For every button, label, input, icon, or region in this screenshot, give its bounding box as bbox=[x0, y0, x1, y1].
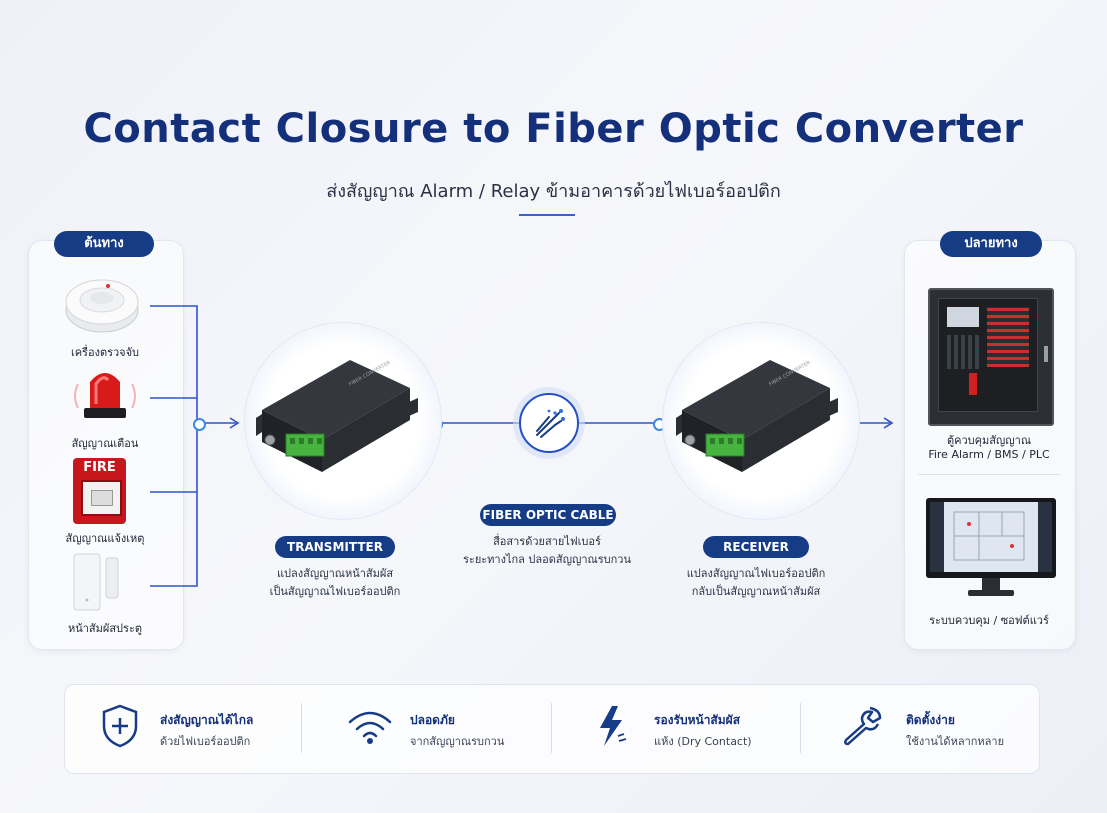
feature-sub: ด้วยไฟเบอร์ออปติก bbox=[160, 735, 251, 748]
fire-call-point-icon: FIRE bbox=[73, 458, 126, 524]
receiver-device-icon: FIBER CONVERTER bbox=[676, 360, 838, 472]
destination-item-sublabel: Fire Alarm / BMS / PLC bbox=[928, 448, 1050, 461]
transmitter-desc-2: เป็นสัญญาณไฟเบอร์ออปติก bbox=[269, 585, 401, 598]
fiber-cable-icon bbox=[519, 393, 579, 453]
shield-icon bbox=[100, 704, 140, 752]
feature-separator bbox=[800, 703, 801, 753]
feature-title: ส่งสัญญาณได้ไกล bbox=[160, 713, 254, 727]
receiver-desc-2: กลับเป็นสัญญาณหน้าสัมผัส bbox=[691, 585, 821, 598]
receiver-desc-1: แปลงสัญญาณไฟเบอร์ออปติก bbox=[686, 567, 826, 580]
feature-title: รองรับหน้าสัมผัส bbox=[654, 713, 741, 727]
door-contact-icon bbox=[73, 553, 119, 611]
feature-sub: จากสัญญาณรบกวน bbox=[410, 735, 505, 748]
alarm-beacon-icon bbox=[74, 373, 136, 418]
feature-sub: แห้ง (Dry Contact) bbox=[654, 735, 752, 748]
feature-title: ติดตั้งง่าย bbox=[906, 713, 955, 727]
source-item-label: สัญญาณแจ้งเหตุ bbox=[65, 532, 145, 545]
source-item-label: สัญญาณเตือน bbox=[71, 437, 139, 450]
control-panel-icon bbox=[928, 288, 1054, 426]
destination-divider bbox=[918, 474, 1060, 475]
wrench-icon bbox=[840, 704, 884, 752]
features-bar bbox=[64, 684, 1040, 774]
transmitter-device-icon: FIBER CONVERTER bbox=[256, 360, 418, 472]
destination-item-label: ระบบควบคุม / ซอฟต์แวร์ bbox=[929, 614, 1049, 627]
page-subtitle: ส่งสัญญาณ Alarm / Relay ข้ามอาคารด้วยไฟเ… bbox=[326, 181, 781, 202]
title-underline bbox=[519, 214, 575, 216]
destination-label: ปลายทาง bbox=[940, 231, 1042, 257]
source-item-label: เครื่องตรวจจับ bbox=[70, 346, 140, 359]
fiber-cable-label: FIBER OPTIC CABLE bbox=[480, 504, 616, 526]
feature-separator bbox=[551, 703, 552, 753]
feature-sub: ใช้งานได้หลากหลาย bbox=[906, 735, 1005, 748]
transmitter-desc-1: แปลงสัญญาณหน้าสัมผัส bbox=[276, 567, 394, 580]
receiver-label: RECEIVER bbox=[703, 536, 809, 558]
source-item-label: หน้าสัมผัสประตู bbox=[67, 622, 142, 635]
wifi-icon bbox=[346, 706, 394, 750]
junction-dot bbox=[193, 418, 206, 431]
monitor-icon bbox=[926, 498, 1056, 596]
feature-separator bbox=[301, 703, 302, 753]
source-label: ต้นทาง bbox=[54, 231, 154, 257]
destination-item-label: ตู้ควบคุมสัญญาณ bbox=[946, 434, 1032, 447]
feature-title: ปลอดภัย bbox=[410, 713, 455, 727]
fiber-cable-desc-1: สื่อสารด้วยสายไฟเบอร์ bbox=[493, 535, 601, 548]
transmitter-label: TRANSMITTER bbox=[275, 536, 395, 558]
fiber-cable-desc-2: ระยะทางไกล ปลอดสัญญาณรบกวน bbox=[463, 553, 631, 566]
page-title: Contact Closure to Fiber Optic Converter bbox=[83, 106, 1024, 152]
lightning-icon bbox=[594, 704, 630, 752]
smoke-detector-icon bbox=[65, 279, 139, 333]
fire-sign-text: FIRE bbox=[83, 460, 116, 475]
